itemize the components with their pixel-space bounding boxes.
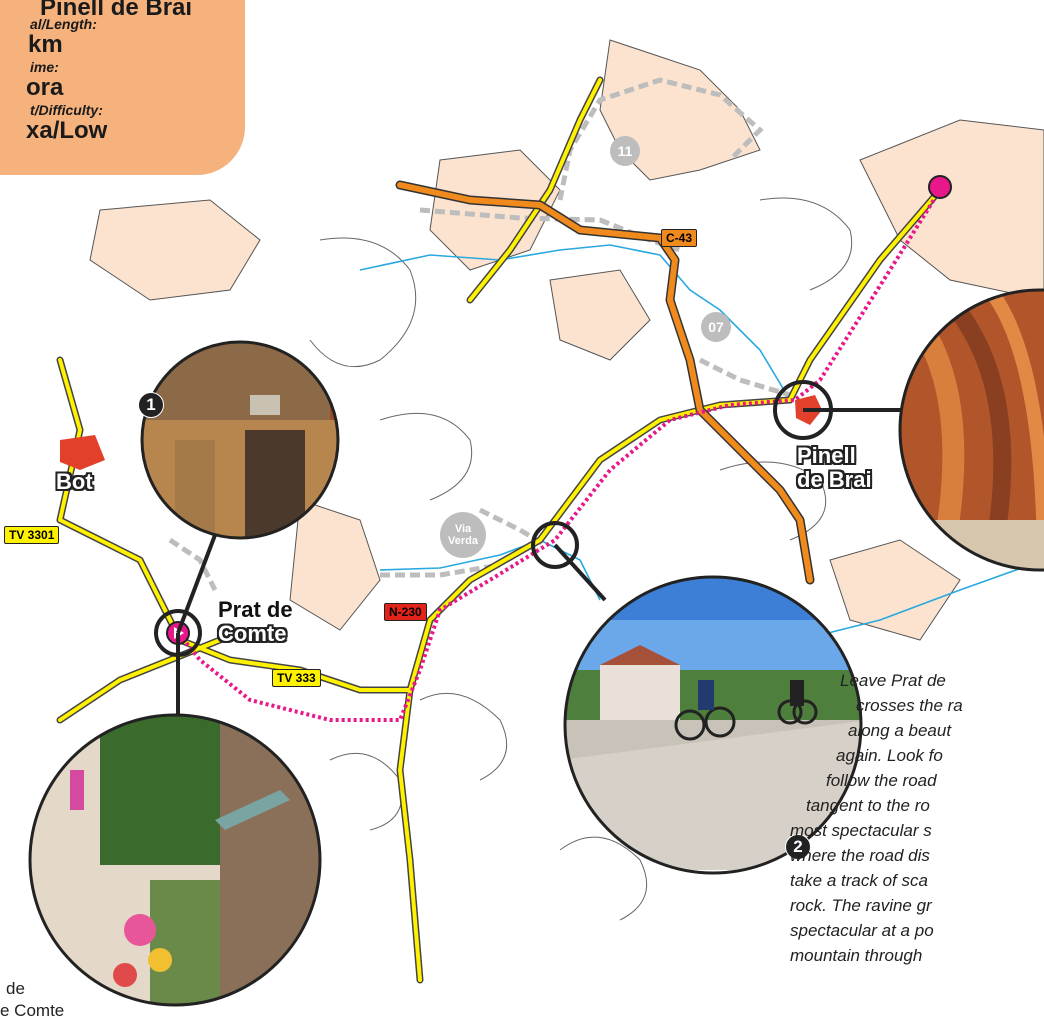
location-rings — [154, 380, 833, 657]
road-tag-tv3301: TV 3301 — [4, 526, 60, 544]
terrain-patch — [829, 539, 961, 641]
place-bot: Bot — [56, 469, 93, 494]
terrain-patch — [429, 149, 561, 271]
stop-number-2: 2 — [785, 834, 811, 860]
place-prat-line1: Prat de — [218, 597, 293, 622]
photo-cyclists — [565, 577, 861, 870]
description-line: spectacular at a po — [790, 921, 934, 940]
difficulty-value: xa/Low — [26, 117, 108, 144]
photo-frame — [563, 575, 863, 875]
via-verda-line1: Via — [454, 523, 472, 535]
description-line: again. Look fo — [836, 746, 943, 765]
description-line: rock. The ravine gr — [790, 896, 932, 915]
photo-caption: de e Comte — [0, 978, 64, 1022]
length-label: al/Length: — [30, 16, 97, 32]
caption-line1: de — [6, 979, 25, 998]
photo-frame — [140, 340, 340, 540]
via-verda-line2: Verda — [448, 535, 478, 547]
terrain-patch — [599, 39, 761, 181]
description-line: Leave Prat de — [840, 671, 946, 690]
time-value: ora — [26, 74, 64, 101]
description-line: crosses the ra — [856, 696, 963, 715]
description-line: mountain through — [790, 946, 923, 965]
place-pinell-line1: Pinell — [797, 443, 856, 468]
bike-route — [178, 188, 942, 722]
town-bot — [60, 435, 105, 470]
terrain-patch — [89, 199, 261, 301]
difficulty-label: t/Difficulty: — [30, 102, 103, 118]
description-line: take a track of sca — [790, 871, 928, 890]
length-value: km — [28, 31, 63, 58]
place-prat-line2: Comte — [218, 621, 287, 646]
description-line: along a beaut — [848, 721, 952, 740]
description-line: most spectacular s — [790, 821, 932, 840]
terrain-patch — [549, 269, 651, 361]
photo-frame — [898, 288, 1044, 572]
time-label: ime: — [30, 59, 59, 75]
caption-line2: e Comte — [0, 1001, 65, 1020]
route-badge-11: 11 — [610, 136, 640, 166]
description-line: tangent to the ro — [806, 796, 930, 815]
photo-frame — [28, 713, 322, 1007]
terrain-patch — [289, 499, 381, 631]
via-verda-badge: Via Verda — [440, 512, 486, 558]
orange-road — [395, 180, 815, 585]
terrain-patches — [89, 39, 1044, 641]
photo-street-plants — [30, 715, 320, 1005]
photo-connectors — [176, 408, 905, 720]
description-line: follow the road — [826, 771, 937, 790]
stop-number-1: 1 — [138, 392, 164, 418]
route-end-marker — [928, 175, 952, 199]
road-tag-tv333: TV 333 — [272, 669, 321, 687]
place-pinell-line2: de Brai — [797, 467, 872, 492]
description-line: where the road dis — [790, 846, 930, 865]
road-tag-c43: C-43 — [661, 229, 698, 247]
route-badge-07: 07 — [701, 312, 731, 342]
route-info-box: Pinell de Brai al/Length: km ime: ora t/… — [0, 0, 245, 175]
route-description: Leave Prat de crosses the ra along a bea… — [784, 668, 1044, 968]
route-name: Pinell de Brai — [40, 0, 193, 21]
road-tag-n230: N-230 — [384, 603, 427, 621]
photo-brick-vault — [900, 290, 1044, 570]
